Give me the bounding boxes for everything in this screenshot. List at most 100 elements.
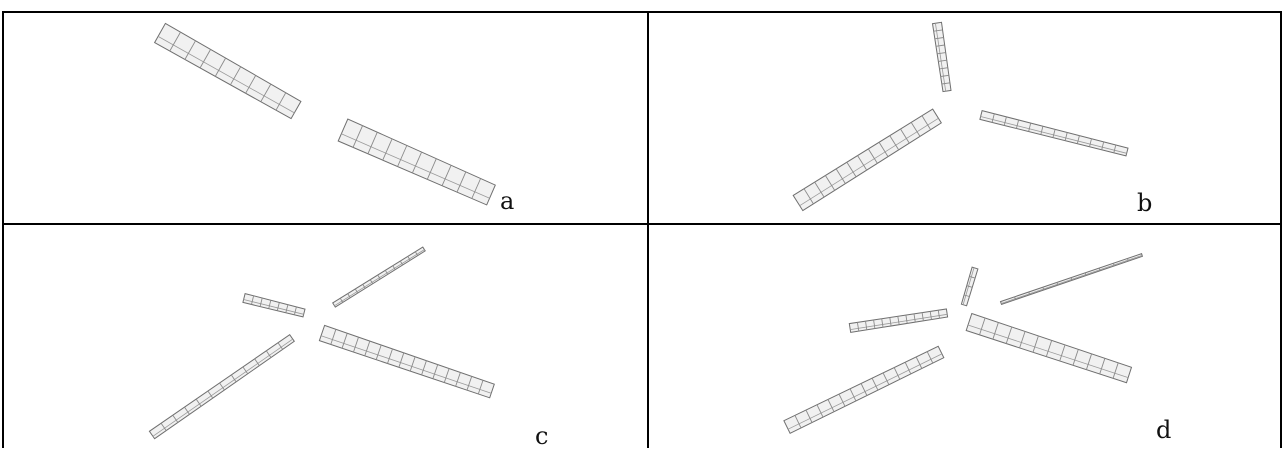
blade-rib <box>219 382 225 391</box>
blade-d-3 <box>999 253 1144 306</box>
blade-rib <box>921 312 924 321</box>
blade-rib <box>1099 358 1106 375</box>
blade-rib <box>251 295 255 305</box>
blade-rib <box>477 380 484 395</box>
blade-rib <box>873 319 876 329</box>
blade-c-3 <box>148 334 295 440</box>
blade-rib <box>285 304 289 313</box>
blade-rib <box>939 67 948 70</box>
blade-rib <box>214 57 226 77</box>
blade-rib <box>846 161 857 178</box>
blade-rib <box>260 83 272 102</box>
blade-rib <box>929 311 932 320</box>
blade-rib <box>963 294 970 297</box>
blade-rib <box>969 275 976 279</box>
blade-rib <box>1059 344 1066 362</box>
blade-rib <box>966 285 973 288</box>
blade-rib <box>867 148 878 164</box>
blade-d-5 <box>965 312 1133 384</box>
blade-rib <box>375 344 382 360</box>
blade-rib <box>935 44 945 47</box>
blade-rib <box>910 122 921 137</box>
blade-rib <box>1101 141 1105 150</box>
blade-rib <box>856 322 860 332</box>
blade-rib <box>814 181 825 198</box>
blade-rib <box>1064 132 1068 141</box>
blade-rib <box>915 356 923 369</box>
rule-center-horizontal <box>2 223 1282 225</box>
blade-rib <box>1014 296 1017 300</box>
blade-rib <box>1112 362 1119 379</box>
blade-rib <box>1112 263 1115 267</box>
rule-left <box>2 11 4 448</box>
blade-rib <box>1070 277 1073 281</box>
blade-rib <box>1127 258 1129 262</box>
panel-d: d <box>649 225 1280 448</box>
blade-rib <box>849 388 857 402</box>
blade-rib <box>230 374 237 383</box>
blade-rib <box>455 372 461 387</box>
blade-rib <box>330 329 337 345</box>
blade-rib <box>1032 335 1039 353</box>
blade-rib <box>399 260 404 266</box>
blade-rib <box>456 171 467 193</box>
blade-rib <box>825 175 836 191</box>
blade-c-2 <box>332 246 426 308</box>
blade-rib <box>392 265 396 270</box>
panel-b: b <box>649 13 1280 223</box>
blade-rib <box>1084 272 1087 276</box>
blade-a-2 <box>337 118 496 206</box>
blade-rib <box>397 145 408 167</box>
blade-spar-line <box>320 335 492 394</box>
rule-top-left <box>2 11 1282 13</box>
panel-c-label: c <box>535 422 549 450</box>
blade-outline <box>931 21 952 93</box>
blade-rib <box>865 321 868 330</box>
blade-rib <box>293 306 297 315</box>
blade-rib <box>160 422 167 431</box>
blade-rib <box>889 317 892 327</box>
blade-b-2 <box>792 108 942 212</box>
panel-d-drawing <box>783 253 1144 434</box>
blade-rib <box>230 66 242 86</box>
blade-rib <box>268 300 272 309</box>
blade-rib <box>384 270 389 275</box>
blade-rib <box>339 297 344 303</box>
blade-rib <box>941 82 950 85</box>
panel-a: a <box>4 13 647 223</box>
blade-rib <box>991 113 995 123</box>
blade-rib <box>265 350 272 358</box>
blade-d-1 <box>960 266 979 307</box>
panel-b-label: b <box>1137 189 1153 217</box>
blade-rib <box>414 251 419 256</box>
blade-rib <box>835 168 846 184</box>
panel-a-label: a <box>500 187 515 215</box>
blade-rib <box>1003 116 1007 126</box>
blade-rib <box>1076 135 1080 144</box>
blade-rib <box>893 367 901 380</box>
blade-rib <box>367 132 378 154</box>
blade-rib <box>364 340 371 356</box>
blade-rib <box>362 284 366 289</box>
blade-b-3 <box>979 109 1129 157</box>
blade-rib <box>900 128 910 144</box>
blade-rib <box>926 351 934 364</box>
blade-rib <box>992 322 999 340</box>
blade-spar-line <box>935 23 947 92</box>
blade-rib <box>254 358 260 366</box>
blade-rib <box>443 368 450 383</box>
blade-rib <box>426 158 437 180</box>
blade-rib <box>1052 129 1056 138</box>
blade-rib <box>382 138 393 161</box>
blade-rib <box>897 316 900 325</box>
blade-rib <box>827 399 835 412</box>
blade-rib <box>857 155 868 171</box>
blade-rib <box>1042 287 1045 291</box>
panel-a-drawing <box>153 22 496 206</box>
blade-rib <box>838 393 846 407</box>
blade-rib <box>172 414 179 423</box>
blade-rib <box>904 362 912 375</box>
blade-d-4 <box>783 345 945 434</box>
blade-rib <box>199 49 211 69</box>
blade-rib <box>1113 144 1117 154</box>
